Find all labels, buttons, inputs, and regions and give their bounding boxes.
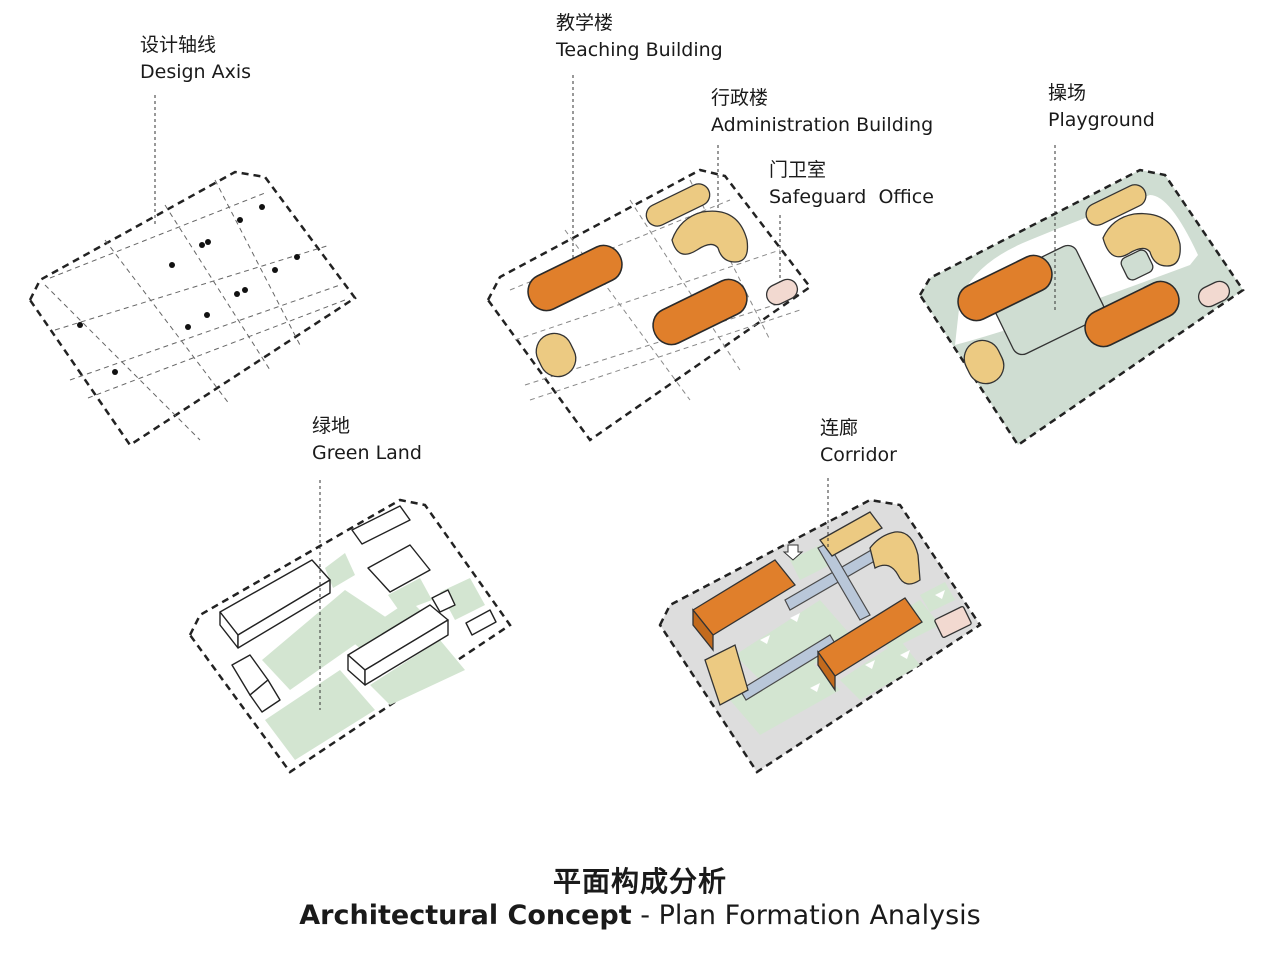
label-administration-building: 行政楼 Administration Building [711,85,933,139]
axis-points [77,204,300,375]
admin-building-south [535,332,577,378]
admin-building-south [963,339,1005,385]
admin-buildings [704,511,921,706]
label-teaching-building: 教学楼 Teaching Building [556,10,723,64]
safeguard-office [934,606,972,638]
site-boundary [486,168,812,442]
admin-building-bar [645,183,711,227]
corridor-paths [739,542,886,701]
safeguard-office [765,278,799,306]
label-en: Playground [1048,109,1155,131]
entrance-arrows [760,590,945,692]
page-title-cn: 平面构成分析 [552,865,727,898]
label-en: Teaching Building [556,39,723,61]
building-outlines [219,505,497,713]
green-square [1120,249,1154,281]
panel-design-axis [28,95,357,447]
admin-building-l [671,210,749,263]
entrance-arrow-icon [782,544,804,561]
label-design-axis: 设计轴线 Design Axis [140,32,251,86]
panel-buildings [486,75,812,442]
admin-building-bar [1085,184,1147,226]
label-en: Administration Building [711,114,934,136]
teaching-building-north [692,559,796,652]
teaching-building-south [817,597,923,693]
admin-building-l [1102,212,1181,267]
label-cn: 设计轴线 [140,34,217,56]
panel-playground [918,145,1245,447]
label-safeguard-office: 门卫室 Safeguard Office [769,157,934,211]
label-playground: 操场 Playground [1048,80,1155,134]
title-en-bold: Architectural Concept [299,900,632,931]
site-boundary [28,170,357,447]
title-en-separator: - [631,900,659,931]
panel-green-land [188,480,512,774]
label-cn: 绿地 [312,415,351,437]
label-en: Green Land [312,442,422,464]
label-cn: 门卫室 [769,159,827,181]
teaching-building-north [521,238,629,318]
label-en: Corridor [820,444,897,466]
safeguard-office [1197,280,1231,308]
label-cn: 操场 [1048,82,1087,104]
label-cn: 教学楼 [556,12,614,34]
label-cn: 行政楼 [711,87,769,109]
label-cn: 连廊 [820,417,859,439]
title-en-rest: Plan Formation Analysis [658,900,981,931]
label-corridor: 连廊 Corridor [820,415,897,469]
axis-grid [44,179,346,441]
label-green-land: 绿地 Green Land [312,413,422,467]
page-title-en: Architectural Concept - Plan Formation A… [0,900,1280,931]
label-en: Design Axis [140,61,252,83]
site-boundary [188,498,512,774]
panel-corridor [658,478,982,774]
label-en: Safeguard Office [769,186,934,208]
